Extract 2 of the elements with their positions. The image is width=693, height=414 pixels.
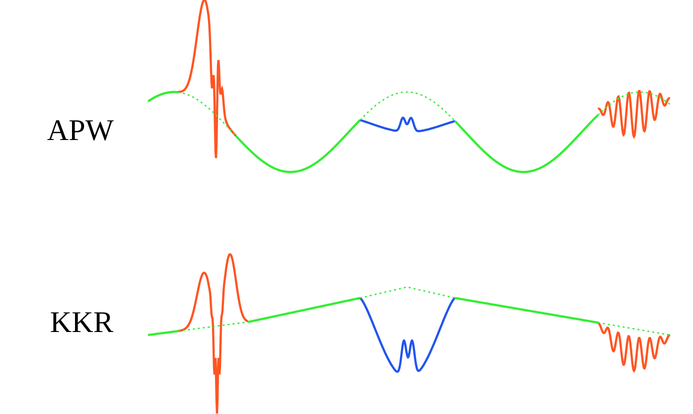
method-label: APW — [47, 116, 114, 146]
method-label: KKR — [50, 308, 114, 338]
